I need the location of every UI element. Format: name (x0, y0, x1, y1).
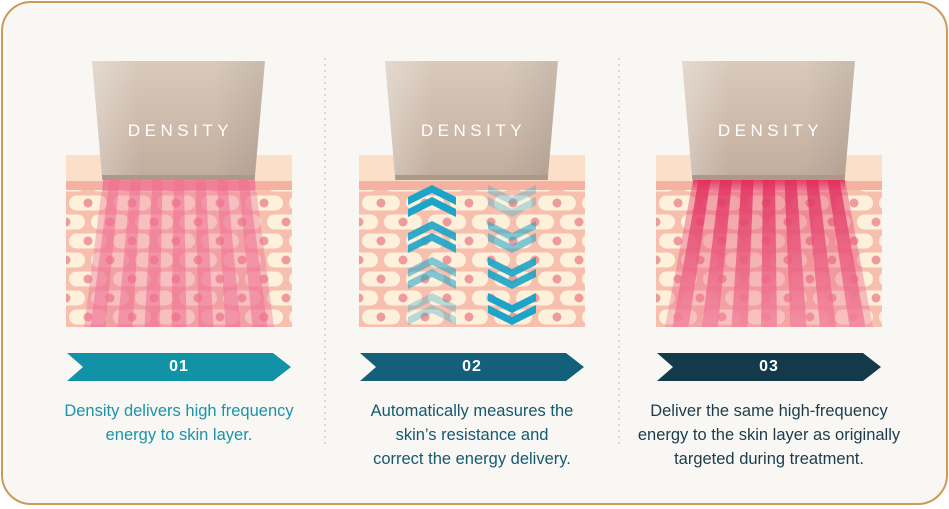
device-contact-edge (92, 175, 265, 180)
device-label: DENSITY (127, 121, 234, 140)
step-panel-3: DENSITY 03 Deliver the same high-frequen… (619, 3, 919, 509)
up-chevron-group (408, 185, 456, 217)
step-banner-3: 03 (657, 353, 881, 381)
up-chevron-group (408, 257, 456, 289)
density-handpiece: DENSITY (385, 61, 558, 180)
device-contact-edge (385, 175, 558, 180)
strong-energy-rays-icon (665, 180, 873, 327)
skin-cross-section (359, 155, 585, 327)
up-chevron-group (408, 293, 456, 325)
panel-divider-1 (324, 58, 326, 448)
density-handpiece: DENSITY (92, 61, 265, 180)
skin-cross-section (656, 155, 882, 327)
panel-divider-2 (618, 58, 620, 448)
dermis-cells (359, 190, 585, 327)
device-contact-edge (682, 175, 855, 180)
energy-rays-icon (84, 180, 274, 327)
skin-cross-section (66, 155, 292, 327)
down-chevron-group (488, 221, 536, 253)
down-chevron-group (488, 293, 536, 325)
device-label: DENSITY (717, 121, 824, 140)
measure-chevrons-icon (408, 185, 536, 325)
step-banner-1: 01 (67, 353, 291, 381)
step-caption-2: Automatically measures the skin’s resist… (370, 402, 574, 468)
density-handpiece: DENSITY (682, 61, 855, 180)
step-panel-2: DENSITY (322, 3, 622, 509)
up-chevron-group (408, 221, 456, 253)
down-chevron-group (488, 185, 536, 217)
step-panel-1: DENSITY 01 Density delivers high frequen… (29, 3, 329, 509)
step-banner-2: 02 (360, 353, 584, 381)
skin-band (359, 181, 585, 190)
down-chevron-group (488, 257, 536, 289)
device-label: DENSITY (420, 121, 527, 140)
step-caption-1: Density delivers high frequency energy t… (64, 402, 294, 444)
step-caption-3: Deliver the same high-frequency energy t… (637, 402, 901, 468)
